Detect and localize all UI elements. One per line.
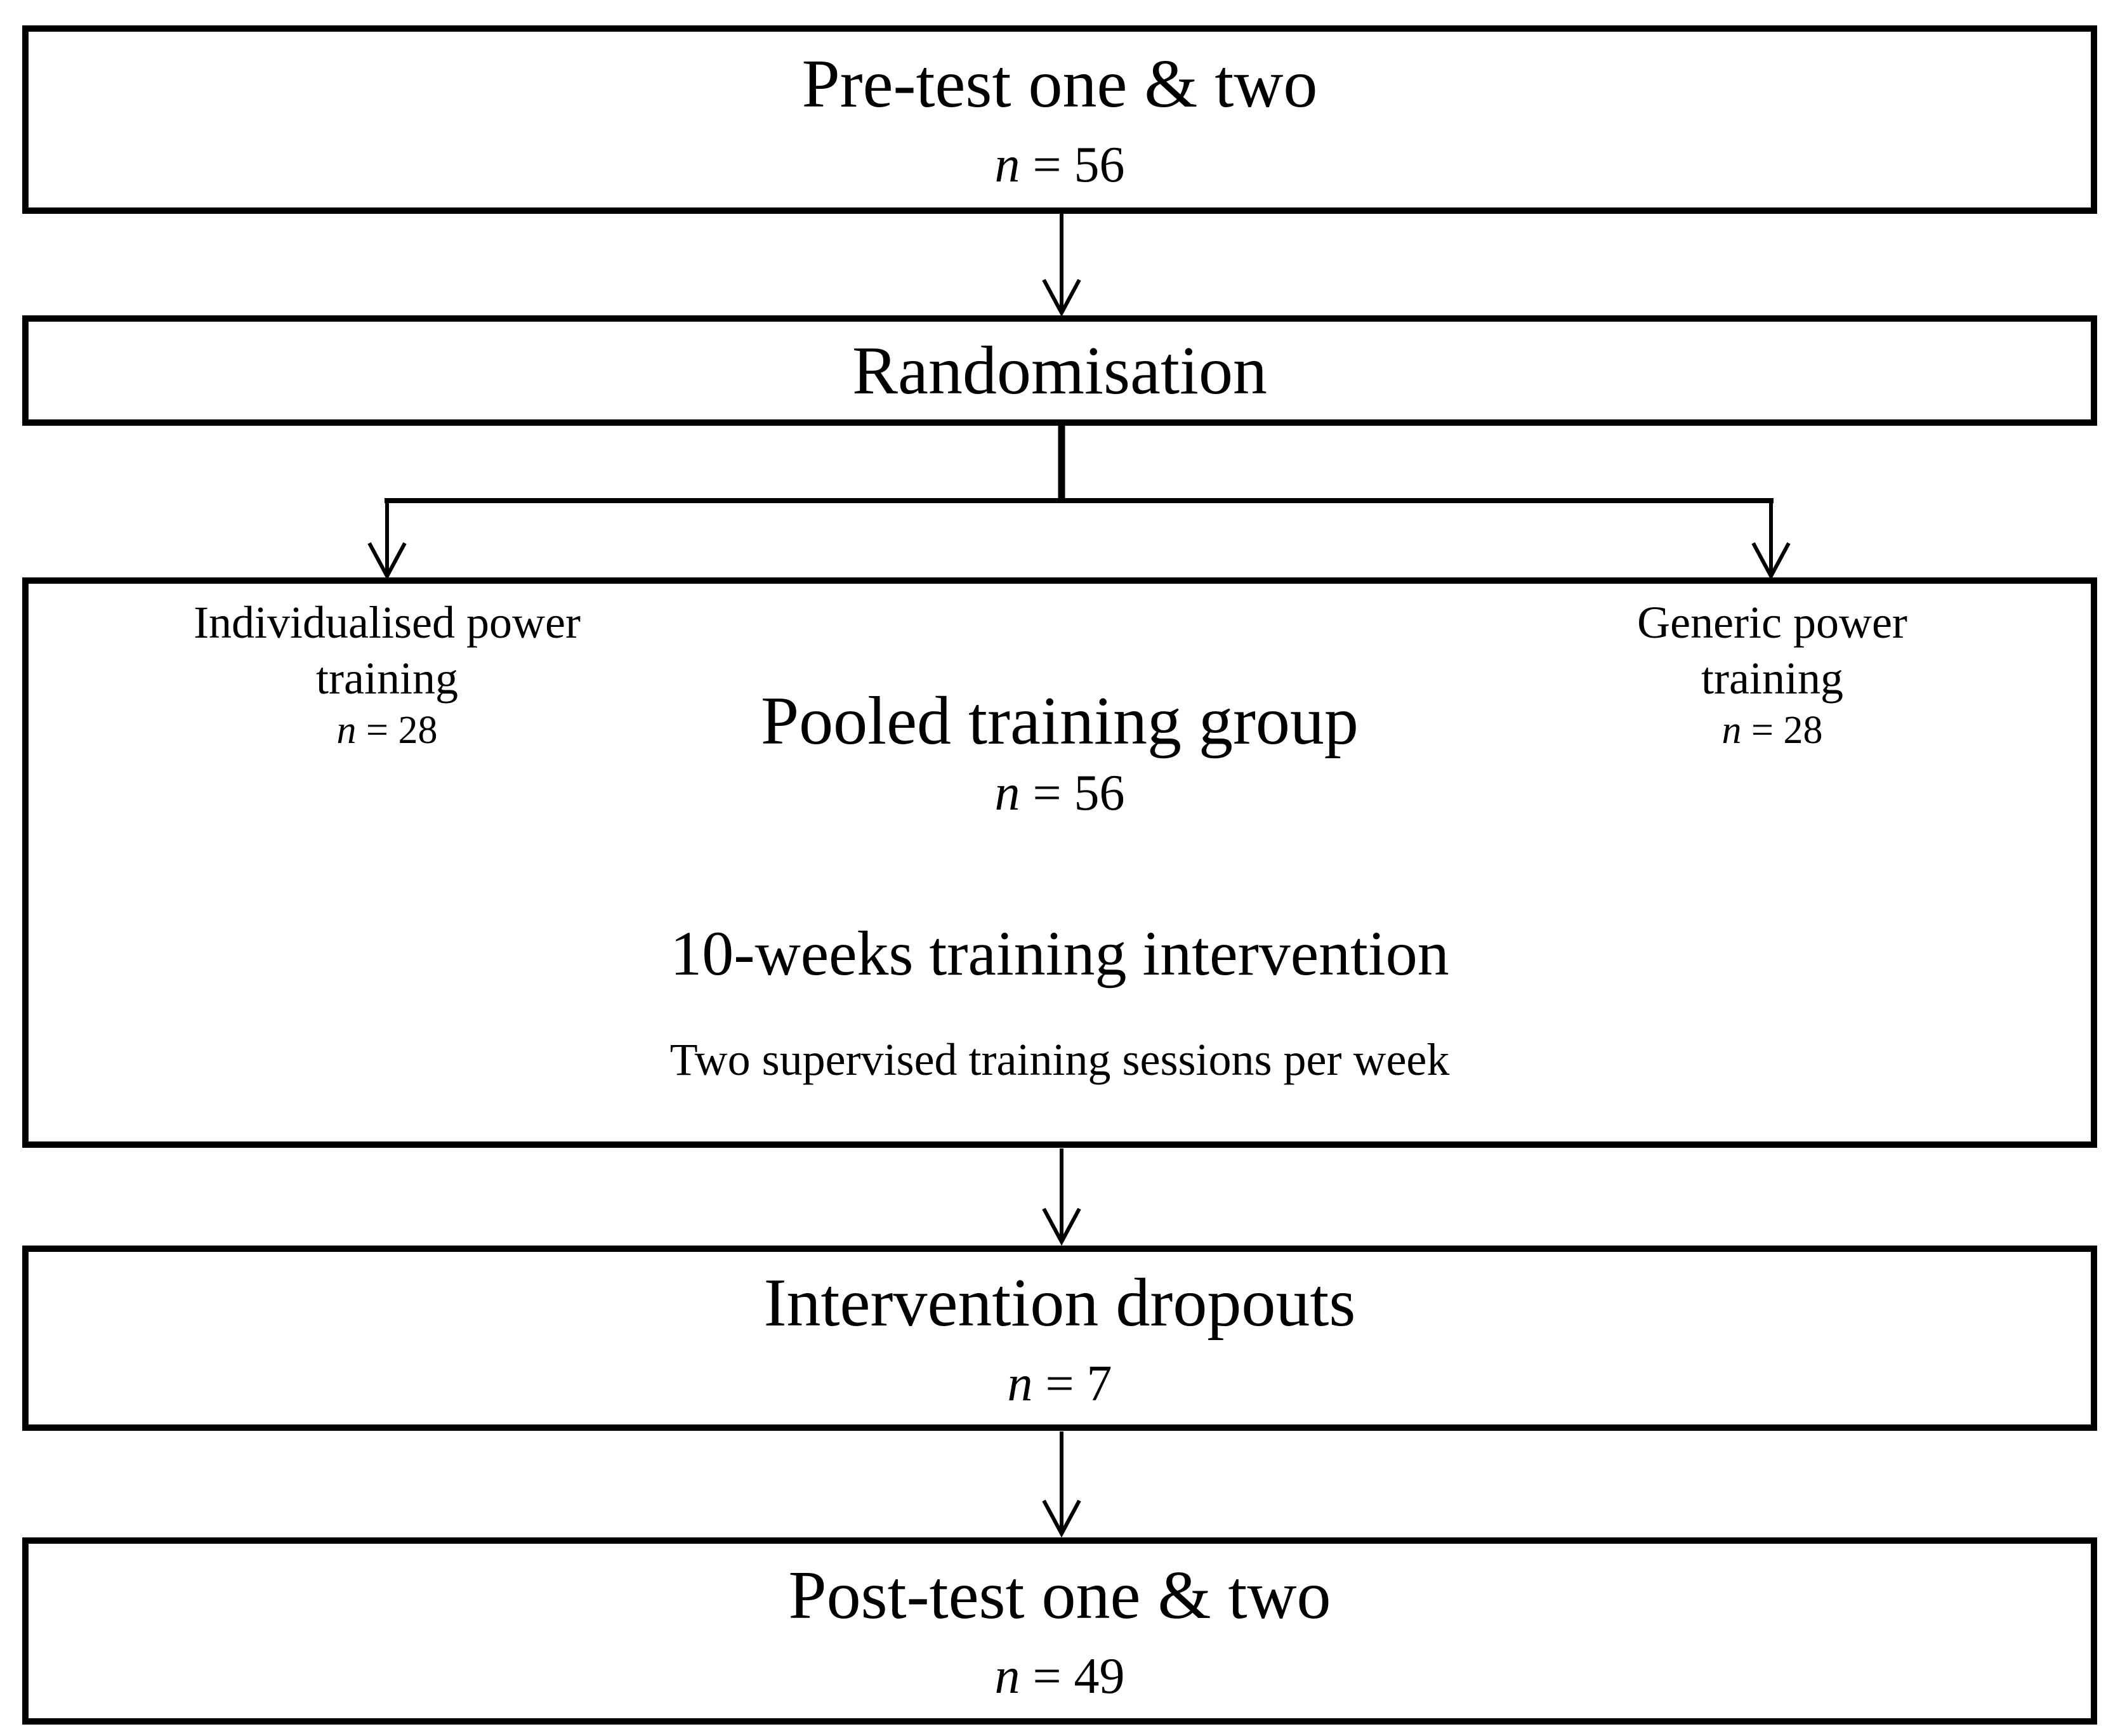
posttest-box: Post-test one & two n = 49 bbox=[22, 1537, 2097, 1725]
left-branch-n-symbol: n bbox=[336, 709, 357, 752]
randomisation-box: Randomisation bbox=[22, 315, 2097, 426]
pretest-n-symbol: n bbox=[994, 137, 1020, 193]
left-branch-n: n = 28 bbox=[95, 706, 679, 754]
posttest-title: Post-test one & two bbox=[788, 1558, 1331, 1633]
posttest-n-symbol: n bbox=[994, 1648, 1020, 1704]
dropouts-title: Intervention dropouts bbox=[763, 1265, 1356, 1341]
training-box: Individualised power training n = 28 Gen… bbox=[22, 577, 2097, 1148]
left-branch-line2: training bbox=[316, 653, 458, 704]
pretest-title: Pre-test one & two bbox=[801, 46, 1318, 122]
dropouts-n: n = 7 bbox=[1007, 1356, 1112, 1412]
training-sessions-note: Two supervised training sessions per wee… bbox=[669, 1034, 1450, 1085]
pretest-n: n = 56 bbox=[994, 137, 1124, 193]
pretest-n-value: = 56 bbox=[1020, 137, 1125, 193]
right-branch-n: n = 28 bbox=[1480, 706, 2064, 754]
pooled-group-n-value: = 56 bbox=[1020, 765, 1125, 821]
right-branch-line1: Generic power bbox=[1637, 597, 1907, 648]
right-branch-line2: training bbox=[1701, 653, 1843, 704]
left-branch-label: Individualised power training n = 28 bbox=[95, 595, 679, 754]
pretest-box: Pre-test one & two n = 56 bbox=[22, 25, 2097, 214]
right-branch-n-value: = 28 bbox=[1741, 709, 1823, 752]
right-branch-label: Generic power training n = 28 bbox=[1480, 595, 2064, 754]
left-branch-n-value: = 28 bbox=[356, 709, 438, 752]
dropouts-box: Intervention dropouts n = 7 bbox=[22, 1246, 2097, 1431]
dropouts-n-value: = 7 bbox=[1032, 1355, 1112, 1412]
right-branch-n-symbol: n bbox=[1721, 709, 1742, 752]
posttest-n: n = 49 bbox=[994, 1648, 1124, 1704]
randomisation-title: Randomisation bbox=[852, 332, 1267, 409]
pooled-group-title: Pooled training group bbox=[761, 683, 1359, 759]
pooled-group-n: n = 56 bbox=[29, 765, 2091, 821]
training-intervention-title: 10-weeks training intervention bbox=[670, 918, 1449, 989]
dropouts-n-symbol: n bbox=[1007, 1355, 1033, 1412]
left-branch-line1: Individualised power bbox=[194, 597, 581, 648]
pooled-group-n-symbol: n bbox=[994, 765, 1020, 821]
posttest-n-value: = 49 bbox=[1020, 1648, 1125, 1704]
